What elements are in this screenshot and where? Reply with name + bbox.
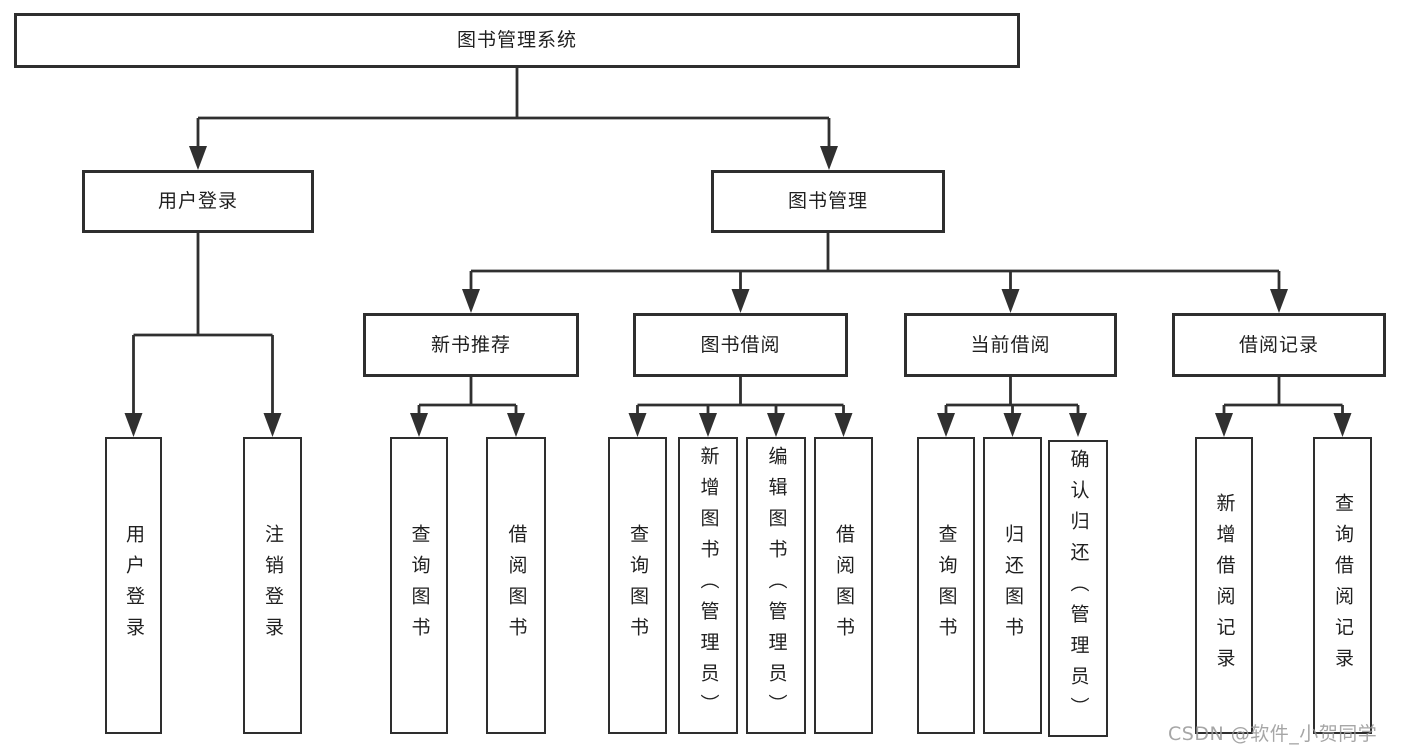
arrowhead-down: [189, 146, 207, 170]
node-leaf-edit-book-admin: 编辑图书（管理员）: [746, 437, 806, 734]
node-label: 确认归还（管理员）: [1067, 449, 1090, 728]
node-label: 借阅记录: [1238, 333, 1319, 356]
arrowhead-down: [699, 413, 717, 437]
node-leaf-query-borrow-record: 查询借阅记录: [1313, 437, 1372, 734]
node-label: 借阅图书: [505, 523, 528, 648]
arrowhead-down: [263, 413, 282, 437]
arrowhead-down: [410, 413, 428, 437]
arrowhead-down: [1333, 413, 1352, 437]
arrowhead-down: [937, 413, 955, 437]
node-label: 用户登录: [123, 523, 145, 648]
arrowhead-down: [834, 413, 853, 437]
node-label: 查询图书: [627, 523, 649, 648]
node-label: 注销登录: [262, 523, 284, 648]
node-label: 新增图书（管理员）: [697, 446, 720, 725]
node-book-management: 图书管理: [711, 170, 945, 233]
node-book-borrowing: 图书借阅: [633, 313, 848, 377]
node-leaf-add-borrow-record: 新增借阅记录: [1195, 437, 1253, 734]
arrowhead-down: [731, 289, 750, 313]
node-borrowing-records: 借阅记录: [1172, 313, 1386, 377]
node-leaf-borrow-books-1: 借阅图书: [486, 437, 546, 734]
node-new-book-recommend: 新书推荐: [363, 313, 579, 377]
node-leaf-user-login: 用户登录: [105, 437, 162, 734]
arrowhead-down: [1069, 413, 1087, 437]
node-leaf-borrow-books-2: 借阅图书: [814, 437, 873, 734]
node-label: 编辑图书（管理员）: [765, 446, 788, 725]
node-label: 新书推荐: [430, 333, 511, 356]
node-label: 归还图书: [1002, 523, 1024, 648]
node-label: 借阅图书: [833, 523, 855, 648]
arrowhead-down: [1003, 413, 1022, 437]
node-label: 图书借阅: [700, 333, 781, 356]
arrowhead-down: [462, 289, 480, 313]
node-label: 图书管理系统: [456, 29, 577, 51]
node-label: 查询图书: [408, 523, 431, 648]
node-leaf-return-books: 归还图书: [983, 437, 1042, 734]
connector-currentborrow-to-leaves: [937, 377, 1087, 437]
arrowhead-down: [1270, 289, 1288, 313]
node-leaf-logout: 注销登录: [243, 437, 302, 734]
node-label: 查询图书: [935, 523, 958, 648]
connector-userlogin-to-leaves: [124, 233, 282, 437]
node-label: 用户登录: [157, 190, 238, 212]
node-label: 新增借阅记录: [1213, 492, 1236, 679]
arrowhead-down: [507, 413, 525, 437]
connector-borrowrecord-to-leaves: [1215, 377, 1352, 437]
node-leaf-add-book-admin: 新增图书（管理员）: [678, 437, 738, 734]
arrowhead-down: [124, 413, 143, 437]
node-label: 查询借阅记录: [1332, 492, 1354, 679]
node-current-borrowing: 当前借阅: [904, 313, 1117, 377]
node-user-login: 用户登录: [82, 170, 314, 233]
arrowhead-down: [820, 146, 838, 170]
connector-bookborrow-to-leaves: [628, 377, 853, 437]
node-leaf-confirm-return-admin: 确认归还（管理员）: [1048, 440, 1108, 737]
node-leaf-query-books-3: 查询图书: [917, 437, 975, 734]
connector-newbookrec-to-leaves: [410, 377, 525, 437]
node-label: 当前借阅: [970, 333, 1051, 356]
connector-bookmgmt-to-level3: [462, 233, 1288, 313]
node-leaf-query-books-2: 查询图书: [608, 437, 667, 734]
arrowhead-down: [1001, 289, 1020, 313]
node-label: 图书管理: [787, 190, 868, 212]
node-leaf-query-books-1: 查询图书: [390, 437, 448, 734]
arrowhead-down: [628, 413, 647, 437]
csdn-watermark: CSDN @软件_小贺同学: [1168, 723, 1378, 745]
arrowhead-down: [767, 413, 785, 437]
arrowhead-down: [1215, 413, 1233, 437]
connector-root-to-level2: [189, 68, 838, 170]
node-library-management-system: 图书管理系统: [14, 13, 1020, 68]
